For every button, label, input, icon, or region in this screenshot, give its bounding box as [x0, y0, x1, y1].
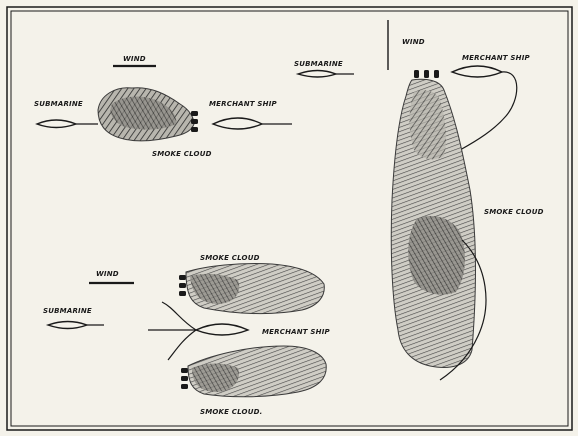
- submarine-left-hull: [37, 120, 76, 128]
- funnels-bottom-upper: [179, 275, 186, 296]
- merchant-ship-right-course: [460, 72, 517, 150]
- merchant-ship-label-right: MERCHANT SHIP: [462, 54, 531, 62]
- ship-course-bottom-lower: [168, 330, 196, 360]
- merchant-ship-label-top: MERCHANT SHIP: [209, 100, 278, 108]
- submarine-mid-hull: [298, 71, 336, 78]
- submarine-bottom-hull: [48, 322, 87, 329]
- bottom-left-scenario: WIND SUBMARINE SMOKE CLOUD MERCHANT SHIP…: [43, 254, 331, 416]
- funnels-top: [191, 111, 198, 132]
- submarine-label-left: SUBMARINE: [34, 100, 83, 108]
- ship-course-bottom-upper: [162, 302, 196, 330]
- funnels-right: [414, 70, 439, 78]
- submarine-label-bottom: SUBMARINE: [43, 307, 92, 315]
- merchant-ship-top-hull: [213, 118, 262, 129]
- smoke-cloud-label-right: SMOKE CLOUD: [484, 208, 544, 216]
- submarine-label-mid: SUBMARINE: [294, 60, 343, 68]
- wind-label-top: WIND: [123, 55, 146, 63]
- merchant-ship-bottom-hull: [196, 324, 248, 335]
- funnels-bottom-lower: [181, 368, 188, 389]
- right-scenario: WIND MERCHANT SHIP SMOKE CLOUD: [391, 38, 543, 380]
- wind-label-bottom: WIND: [96, 270, 119, 278]
- top-left-scenario: WIND SUBMARINE MERCHANT SHIP SMOKE CLOUD…: [34, 55, 354, 158]
- wind-label-right: WIND: [402, 38, 425, 46]
- smoke-cloud-label-bottom: SMOKE CLOUD.: [200, 408, 262, 416]
- smoke-cloud-label-bottom-top: SMOKE CLOUD: [200, 254, 260, 262]
- smoke-cloud-label-top: SMOKE CLOUD: [152, 150, 212, 158]
- merchant-ship-label-bottom: MERCHANT SHIP: [262, 328, 331, 336]
- merchant-ship-right-hull: [452, 66, 502, 77]
- smoke-cloud-right-core: [408, 216, 465, 295]
